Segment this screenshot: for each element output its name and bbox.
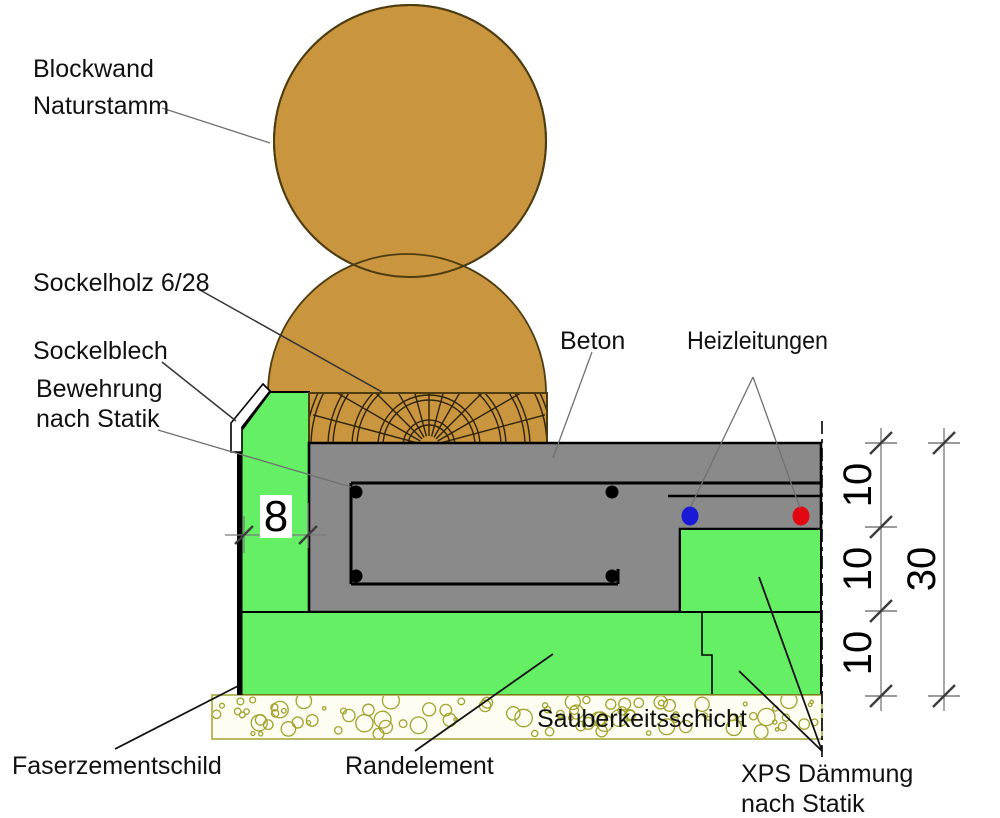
fiber-cement-board (237, 433, 243, 695)
dim-8-label-box (260, 495, 292, 538)
log-upper-outline (273, 4, 547, 278)
log-wall (267, 4, 547, 394)
edge-element (240, 611, 822, 696)
leader-sockelblech (161, 361, 237, 422)
leader-randelement (414, 653, 554, 752)
label-heizleitungen: Heizleitungen (687, 327, 828, 355)
label-xps-line2: nach Statik (741, 790, 865, 818)
dim-label-10-bottom: 10 (836, 631, 880, 676)
dim-label-10-top: 10 (836, 463, 880, 508)
leader-xps-lower (738, 670, 823, 752)
label-bewehrung-line1: Bewehrung (36, 375, 162, 403)
label-blockwand-line2: Naturstamm (33, 92, 169, 120)
dim-label-8: 8 (264, 492, 288, 541)
label-faserzementschild: Faserzementschild (12, 752, 222, 780)
label-beton: Beton (560, 327, 625, 355)
dim-label-10-mid: 10 (836, 547, 880, 592)
leader-xps-upper (758, 576, 823, 752)
wood-grain-pattern (310, 394, 546, 444)
label-sockelblech: Sockelblech (33, 337, 168, 365)
blinding-layer (211, 694, 823, 740)
leader-heizleitung-red (752, 376, 801, 509)
xps-block-right (679, 528, 822, 613)
edge-element-joint (701, 612, 713, 695)
dim-label-30-total: 30 (900, 547, 944, 592)
rebar-dot (349, 485, 363, 499)
dimension-chain-right: 10 10 10 30 (836, 428, 960, 711)
leader-faserzementschild (114, 685, 239, 750)
label-xps-line1: XPS Dämmung (741, 760, 913, 788)
rebar-dot (605, 569, 619, 583)
heating-pipe-red (792, 506, 810, 526)
heating-pipe-blue (681, 506, 699, 526)
base-flashing (230, 382, 272, 453)
label-sockelholz: Sockelholz 6/28 (33, 269, 210, 297)
leader-bewehrung (157, 429, 352, 488)
log-upper (273, 4, 547, 278)
rebar-cage (349, 481, 820, 586)
leader-heizleitung-blue (690, 376, 754, 507)
blinding-speckles (213, 696, 819, 738)
annotation-labels: Blockwand Naturstamm Sockelholz 6/28 Soc… (12, 55, 913, 818)
leader-lines (114, 107, 823, 752)
label-sauberkeitsschicht: Sauberkeitsschicht (537, 705, 747, 733)
log-lower (267, 253, 547, 394)
leader-beton (552, 351, 593, 459)
rebar-dot (349, 569, 363, 583)
leader-blockwand (161, 107, 271, 144)
label-blockwand-line1: Blockwand (33, 55, 154, 83)
rebar-dot (605, 485, 619, 499)
label-randelement: Randelement (345, 752, 494, 780)
dimension-sockel-width: 8 (225, 492, 327, 553)
leader-sockelholz (199, 289, 383, 393)
label-bewehrung-line2: nach Statik (36, 405, 160, 433)
